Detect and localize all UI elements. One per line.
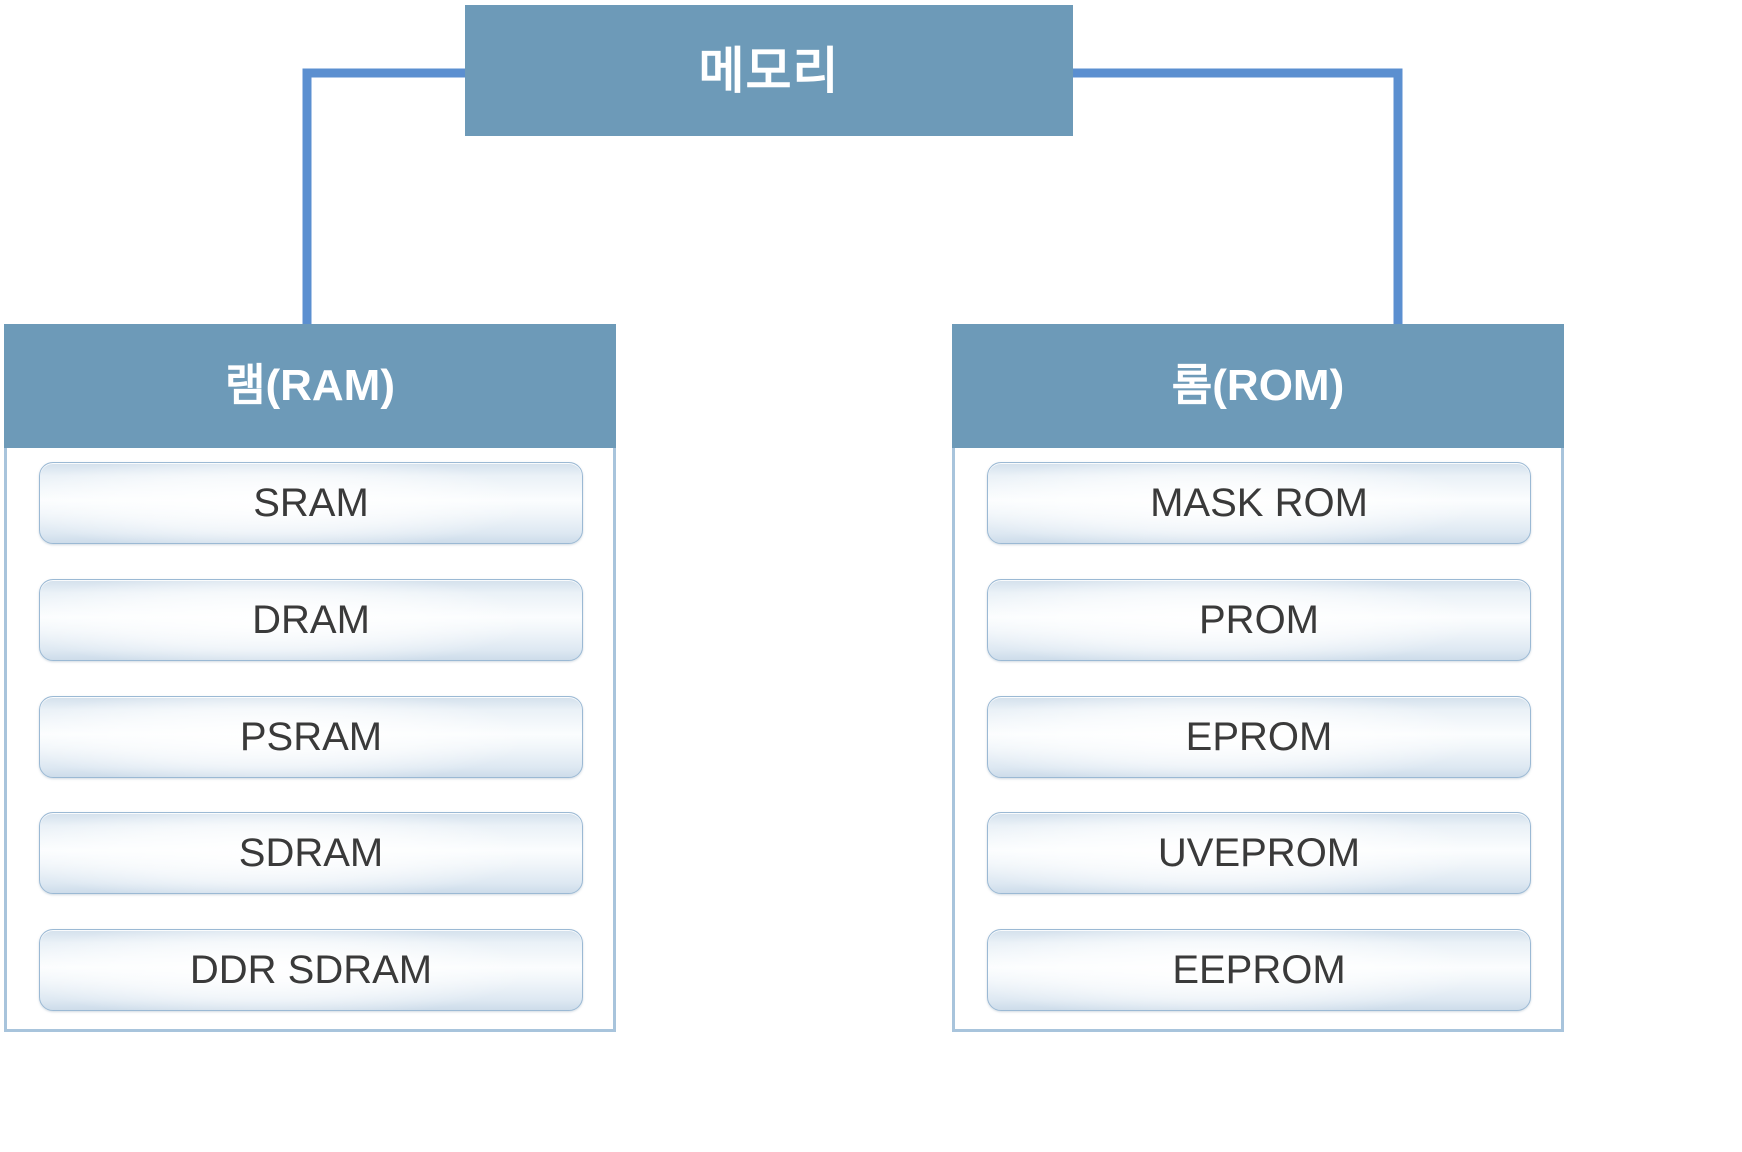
leaf-item[interactable]: DDR SDRAM xyxy=(39,929,583,1011)
root-node-memory[interactable]: 메모리 xyxy=(465,5,1073,136)
leaf-item-label: UVEPROM xyxy=(1157,831,1361,876)
leaf-item-label: SRAM xyxy=(253,481,369,525)
leaf-item[interactable]: DRAM xyxy=(39,578,583,661)
leaf-item-label: EPROM xyxy=(1185,714,1333,759)
branch-ram: 램(RAM) SRAM DRAM PSRAM SDRAM DDR SDRAM xyxy=(4,324,616,1032)
leaf-item-label: PROM xyxy=(1199,597,1319,642)
leaf-item[interactable]: EPROM xyxy=(987,695,1531,778)
branch-header-ram[interactable]: 램(RAM) xyxy=(4,324,616,448)
leaf-item[interactable]: PSRAM xyxy=(39,695,583,778)
leaf-item[interactable]: PROM xyxy=(987,578,1531,661)
branch-header-label-ram: 램(RAM) xyxy=(225,361,395,410)
leaf-item[interactable]: MASK ROM xyxy=(987,462,1531,544)
connector-root-to-rom xyxy=(1069,68,1403,330)
leaf-item[interactable]: SDRAM xyxy=(39,812,583,895)
connector-root-to-ram xyxy=(302,68,469,330)
leaf-item-label: PSRAM xyxy=(239,714,383,759)
branch-header-label-rom: 롬(ROM) xyxy=(1171,361,1345,410)
leaf-item-label: MASK ROM xyxy=(1150,481,1368,525)
branch-header-rom[interactable]: 롬(ROM) xyxy=(952,324,1564,448)
leaf-item-label: EEPROM xyxy=(1172,948,1346,992)
leaf-item[interactable]: SRAM xyxy=(39,462,583,544)
leaf-item[interactable]: UVEPROM xyxy=(987,812,1531,895)
leaf-item-label: DRAM xyxy=(252,597,370,642)
leaf-item[interactable]: EEPROM xyxy=(987,929,1531,1011)
leaf-item-label: SDRAM xyxy=(238,831,384,876)
root-node-label: 메모리 xyxy=(698,42,840,99)
branch-body-rom: MASK ROM PROM EPROM UVEPROM EEPROM xyxy=(952,448,1564,1032)
leaf-item-label: DDR SDRAM xyxy=(189,948,433,992)
branch-rom: 롬(ROM) MASK ROM PROM EPROM UVEPROM EEPRO… xyxy=(952,324,1564,1032)
branch-body-ram: SRAM DRAM PSRAM SDRAM DDR SDRAM xyxy=(4,448,616,1032)
